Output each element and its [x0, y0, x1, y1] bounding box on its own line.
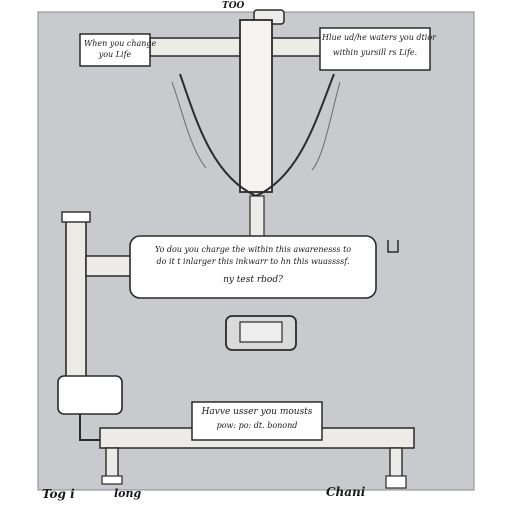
- drain-stem: [250, 196, 264, 240]
- left-riser-pipe: [66, 214, 86, 380]
- note-top-right-line-2: within yursill rs Life.: [322, 49, 428, 58]
- bottom-right-foot: [386, 476, 406, 488]
- note-top-left-line-1: When you change: [84, 40, 146, 49]
- bottom-center-left-label: long: [114, 488, 141, 500]
- bottom-left-foot: [102, 476, 122, 484]
- left-tank: [58, 376, 122, 414]
- note-bottom-line-2: pow: po: dt. bonond: [196, 422, 318, 431]
- center-trap-inner: [240, 322, 282, 342]
- bottom-center-right-label: Chani: [326, 486, 365, 499]
- top-crossbar: [150, 38, 326, 56]
- note-top-right-line-1: Hlue ud/he waters you dtior: [322, 34, 428, 43]
- vertical-pipe: [240, 20, 272, 192]
- left-connector-pipe: [86, 256, 132, 276]
- top-label: TOO: [222, 2, 244, 12]
- bottom-right-leg: [390, 448, 402, 478]
- note-middle-line-2: do it t inlarger this inkwarr to hn this…: [136, 258, 370, 267]
- note-bottom-line-1: Havve usser you mousts: [196, 408, 318, 418]
- bottom-left-leg: [106, 448, 118, 478]
- left-riser-cap: [62, 212, 90, 222]
- note-top-left-line-2: you Life: [84, 51, 146, 60]
- bottom-left-label: Tog i: [42, 488, 75, 501]
- note-middle-line-3: ny test rbod?: [136, 276, 370, 286]
- note-middle-line-1: Yo dou you charge the within this awaren…: [136, 246, 370, 255]
